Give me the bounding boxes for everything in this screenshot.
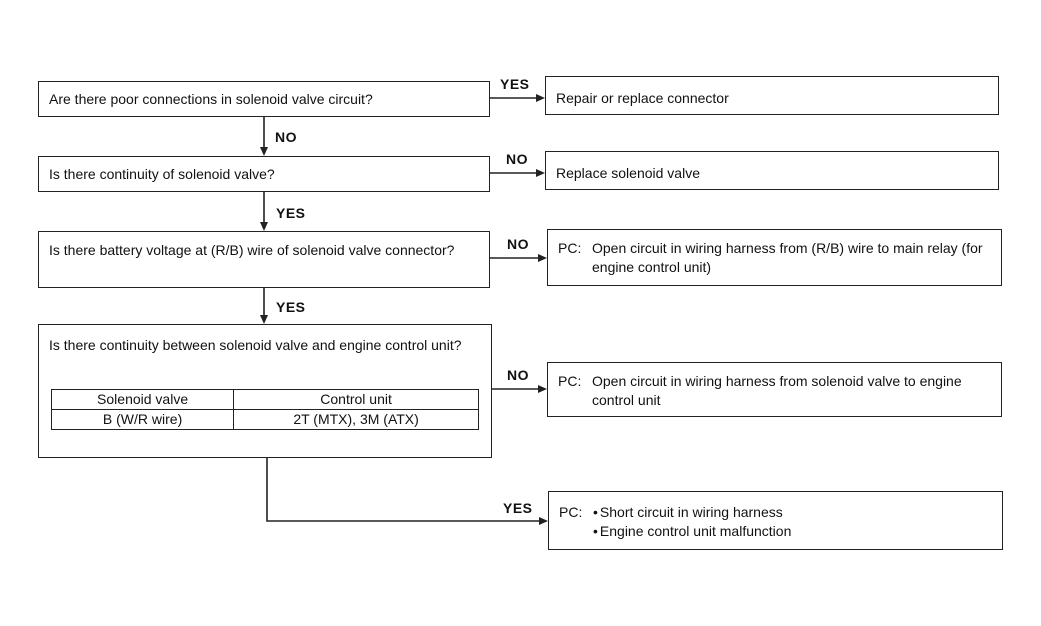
result-text: Repair or replace connector [556,90,729,106]
table-row: B (W/R wire) 2T (MTX), 3M (ATX) [50,409,479,430]
branch-label-yes: YES [500,76,530,92]
result-box-open-circuit-rb: PC: Open circuit in wiring harness from … [547,229,1002,286]
result-text: Open circuit in wiring harness from sole… [592,373,962,408]
result-box-replace-valve: Replace solenoid valve [545,151,999,190]
question-text: Is there battery voltage at (R/B) wire o… [49,242,455,258]
result-row: PC: Short circuit in wiring harness Engi… [559,503,992,541]
branch-label-yes: YES [276,205,306,221]
pc-prefix: PC: [558,240,582,256]
branch-label-no: NO [275,129,297,145]
list-item: Engine control unit malfunction [593,522,992,541]
table-header-row: Solenoid valve Control unit [50,389,479,410]
branch-label-yes: YES [276,299,306,315]
connector-q4-r5 [266,458,541,522]
result-text: Replace solenoid valve [556,165,700,181]
arrowhead-q4-r5 [539,517,548,525]
question-text: Is there continuity of solenoid valve? [49,166,275,182]
question-box-poor-connections: Are there poor connections in solenoid v… [38,81,490,117]
table-cell: B (W/R wire) [50,409,235,430]
arrowhead-q1-q2 [260,147,268,156]
arrowhead-q1-r1 [536,94,545,102]
arrowhead-q3-q4 [260,315,268,324]
result-row: PC: Open circuit in wiring harness from … [558,239,991,277]
question-box-battery-voltage: Is there battery voltage at (R/B) wire o… [38,231,490,288]
pc-prefix: PC: [559,504,583,520]
arrowhead-q2-q3 [260,222,268,231]
list-item: Short circuit in wiring harness [593,503,992,522]
table-header-cell: Solenoid valve [50,389,235,410]
question-box-valve-continuity: Is there continuity of solenoid valve? [38,156,490,192]
branch-label-no: NO [507,236,529,252]
pc-prefix: PC: [558,373,582,389]
arrowhead-q4-r4 [538,385,547,393]
branch-label-no: NO [506,151,528,167]
result-text: Open circuit in wiring harness from (R/B… [592,240,983,275]
table-cell: 2T (MTX), 3M (ATX) [233,409,479,430]
arrowhead-q3-r3 [538,254,547,262]
branch-label-yes: YES [503,500,533,516]
question-text: Is there continuity between solenoid val… [49,337,462,353]
result-box-short-circuit: PC: Short circuit in wiring harness Engi… [548,491,1003,550]
result-list: Short circuit in wiring harness Engine c… [593,503,992,541]
result-box-open-circuit-valve-ecu: PC: Open circuit in wiring harness from … [547,362,1002,417]
question-text: Are there poor connections in solenoid v… [49,91,373,107]
branch-label-no: NO [507,367,529,383]
terminal-table: Solenoid valve Control unit B (W/R wire)… [50,389,479,430]
table-header-cell: Control unit [233,389,479,410]
result-row: PC: Open circuit in wiring harness from … [558,372,991,410]
result-box-repair-connector: Repair or replace connector [545,76,999,115]
question-box-valve-ecu-continuity: Is there continuity between solenoid val… [38,324,492,458]
arrowhead-q2-r2 [536,169,545,177]
